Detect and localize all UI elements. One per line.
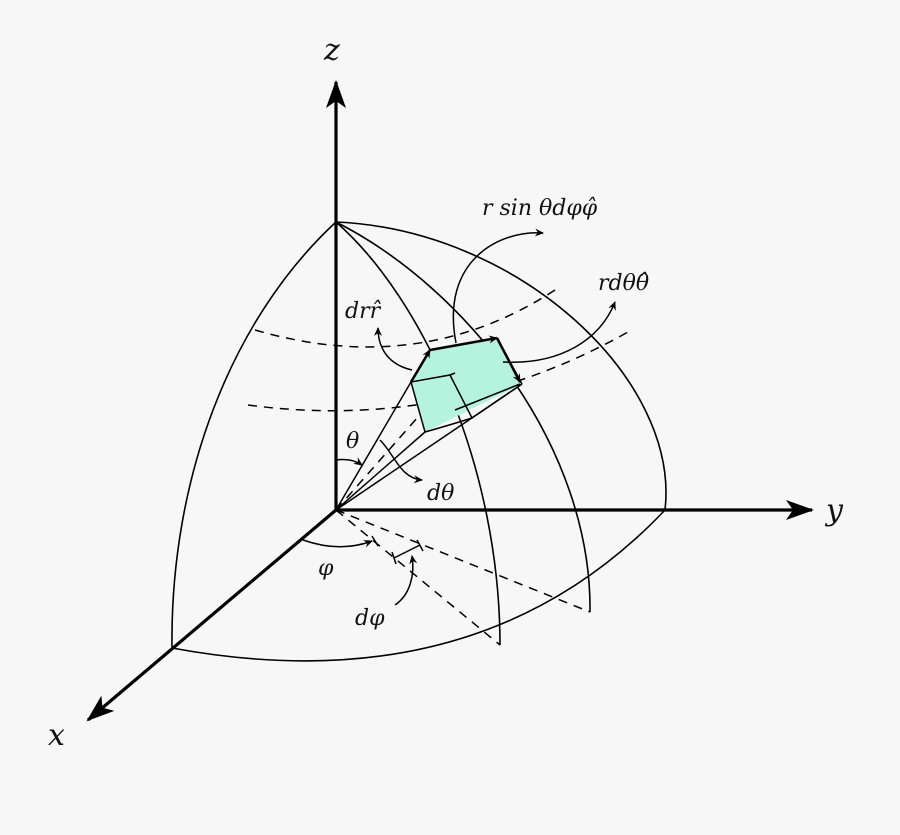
theta-component-label: rdθθ̂ — [598, 271, 649, 296]
dphi-label: dφ — [355, 606, 385, 631]
dphi-angle-arrow — [394, 555, 418, 606]
dtheta-label: dθ — [427, 481, 454, 506]
phi-hat-arrow — [452, 228, 544, 344]
yz-meridian — [335, 221, 667, 511]
projection-2 — [335, 509, 591, 613]
xz-meridian — [171, 221, 337, 649]
phi-component-label: r sin θdφφ̂ — [482, 196, 598, 221]
dphi-bracket — [391, 539, 424, 565]
projection-1 — [335, 509, 501, 646]
theta-hat-arrow — [502, 301, 616, 363]
meridian-2 — [335, 221, 591, 613]
z-axis-label: z — [323, 33, 340, 68]
y-axis-label: y — [824, 493, 844, 528]
equator-arc — [171, 509, 666, 662]
dtheta-angle-arrow — [379, 439, 423, 484]
coordinate-axes — [86, 80, 814, 722]
x-axis-label: x — [48, 718, 65, 753]
meridian-1 — [335, 221, 501, 646]
theta-angle-arrow — [335, 457, 363, 466]
phi-angle-arrow — [302, 539, 373, 548]
sphere-octant — [171, 221, 667, 662]
dr-arrow-edge — [409, 349, 432, 383]
phi-label: φ — [318, 556, 334, 581]
annotation-arrows — [302, 228, 616, 606]
latitude-upper — [254, 289, 556, 348]
phi-tick — [371, 535, 379, 547]
dashed-guides — [247, 289, 629, 646]
r-hat-arrow — [374, 327, 413, 371]
volume-element — [335, 335, 523, 511]
theta-label: θ — [346, 429, 359, 454]
dphi-arrow-edge — [429, 335, 498, 352]
r-component-label: drr̂ — [345, 299, 382, 324]
x-axis — [86, 508, 338, 722]
dtheta-arrow-edge — [495, 337, 522, 383]
